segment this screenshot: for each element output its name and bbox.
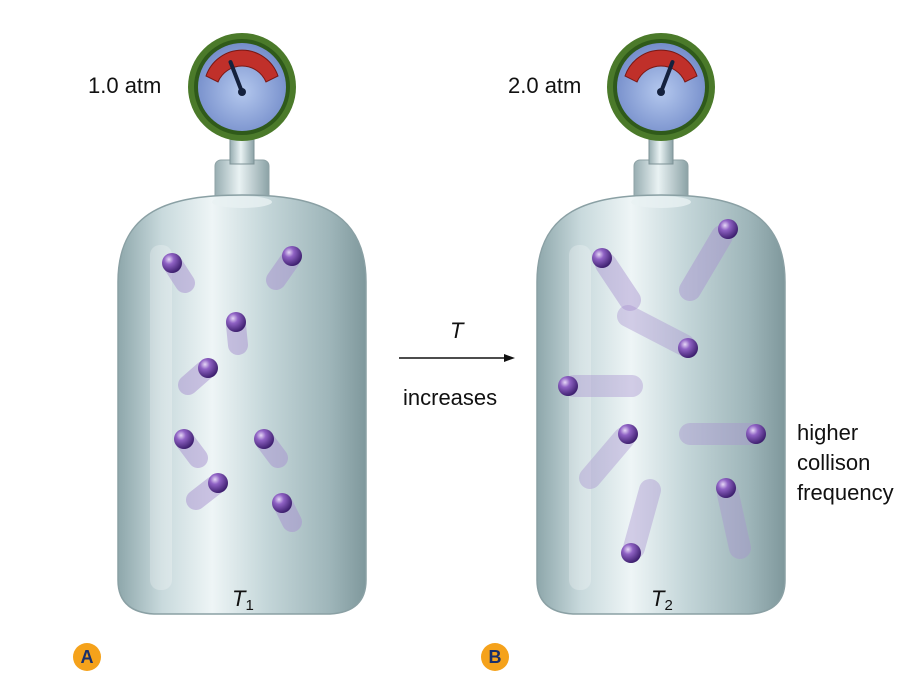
pressure-label-a: 1.0 atm	[88, 73, 161, 99]
panel-badge-b: B	[481, 643, 509, 671]
temperature-label-b: T2	[651, 586, 673, 614]
molecule	[690, 424, 766, 444]
pressure-label-b: 2.0 atm	[508, 73, 581, 99]
temperature-label-a: T1	[232, 586, 254, 614]
process-arrow	[399, 354, 515, 362]
pressure-gauge-a	[188, 33, 296, 141]
cylinder-a	[118, 33, 366, 614]
panel-badge-a: A	[73, 643, 101, 671]
molecule	[226, 312, 246, 345]
molecule	[558, 376, 632, 396]
arrow-top-label: T	[450, 318, 463, 344]
cylinder-a-stem	[230, 138, 254, 164]
pressure-gauge-b	[607, 33, 715, 141]
cylinder-b	[537, 33, 785, 614]
collision-annotation: higher collison frequency	[797, 418, 894, 508]
cylinder-b-stem	[649, 138, 673, 164]
arrow-bottom-label: increases	[403, 385, 497, 411]
